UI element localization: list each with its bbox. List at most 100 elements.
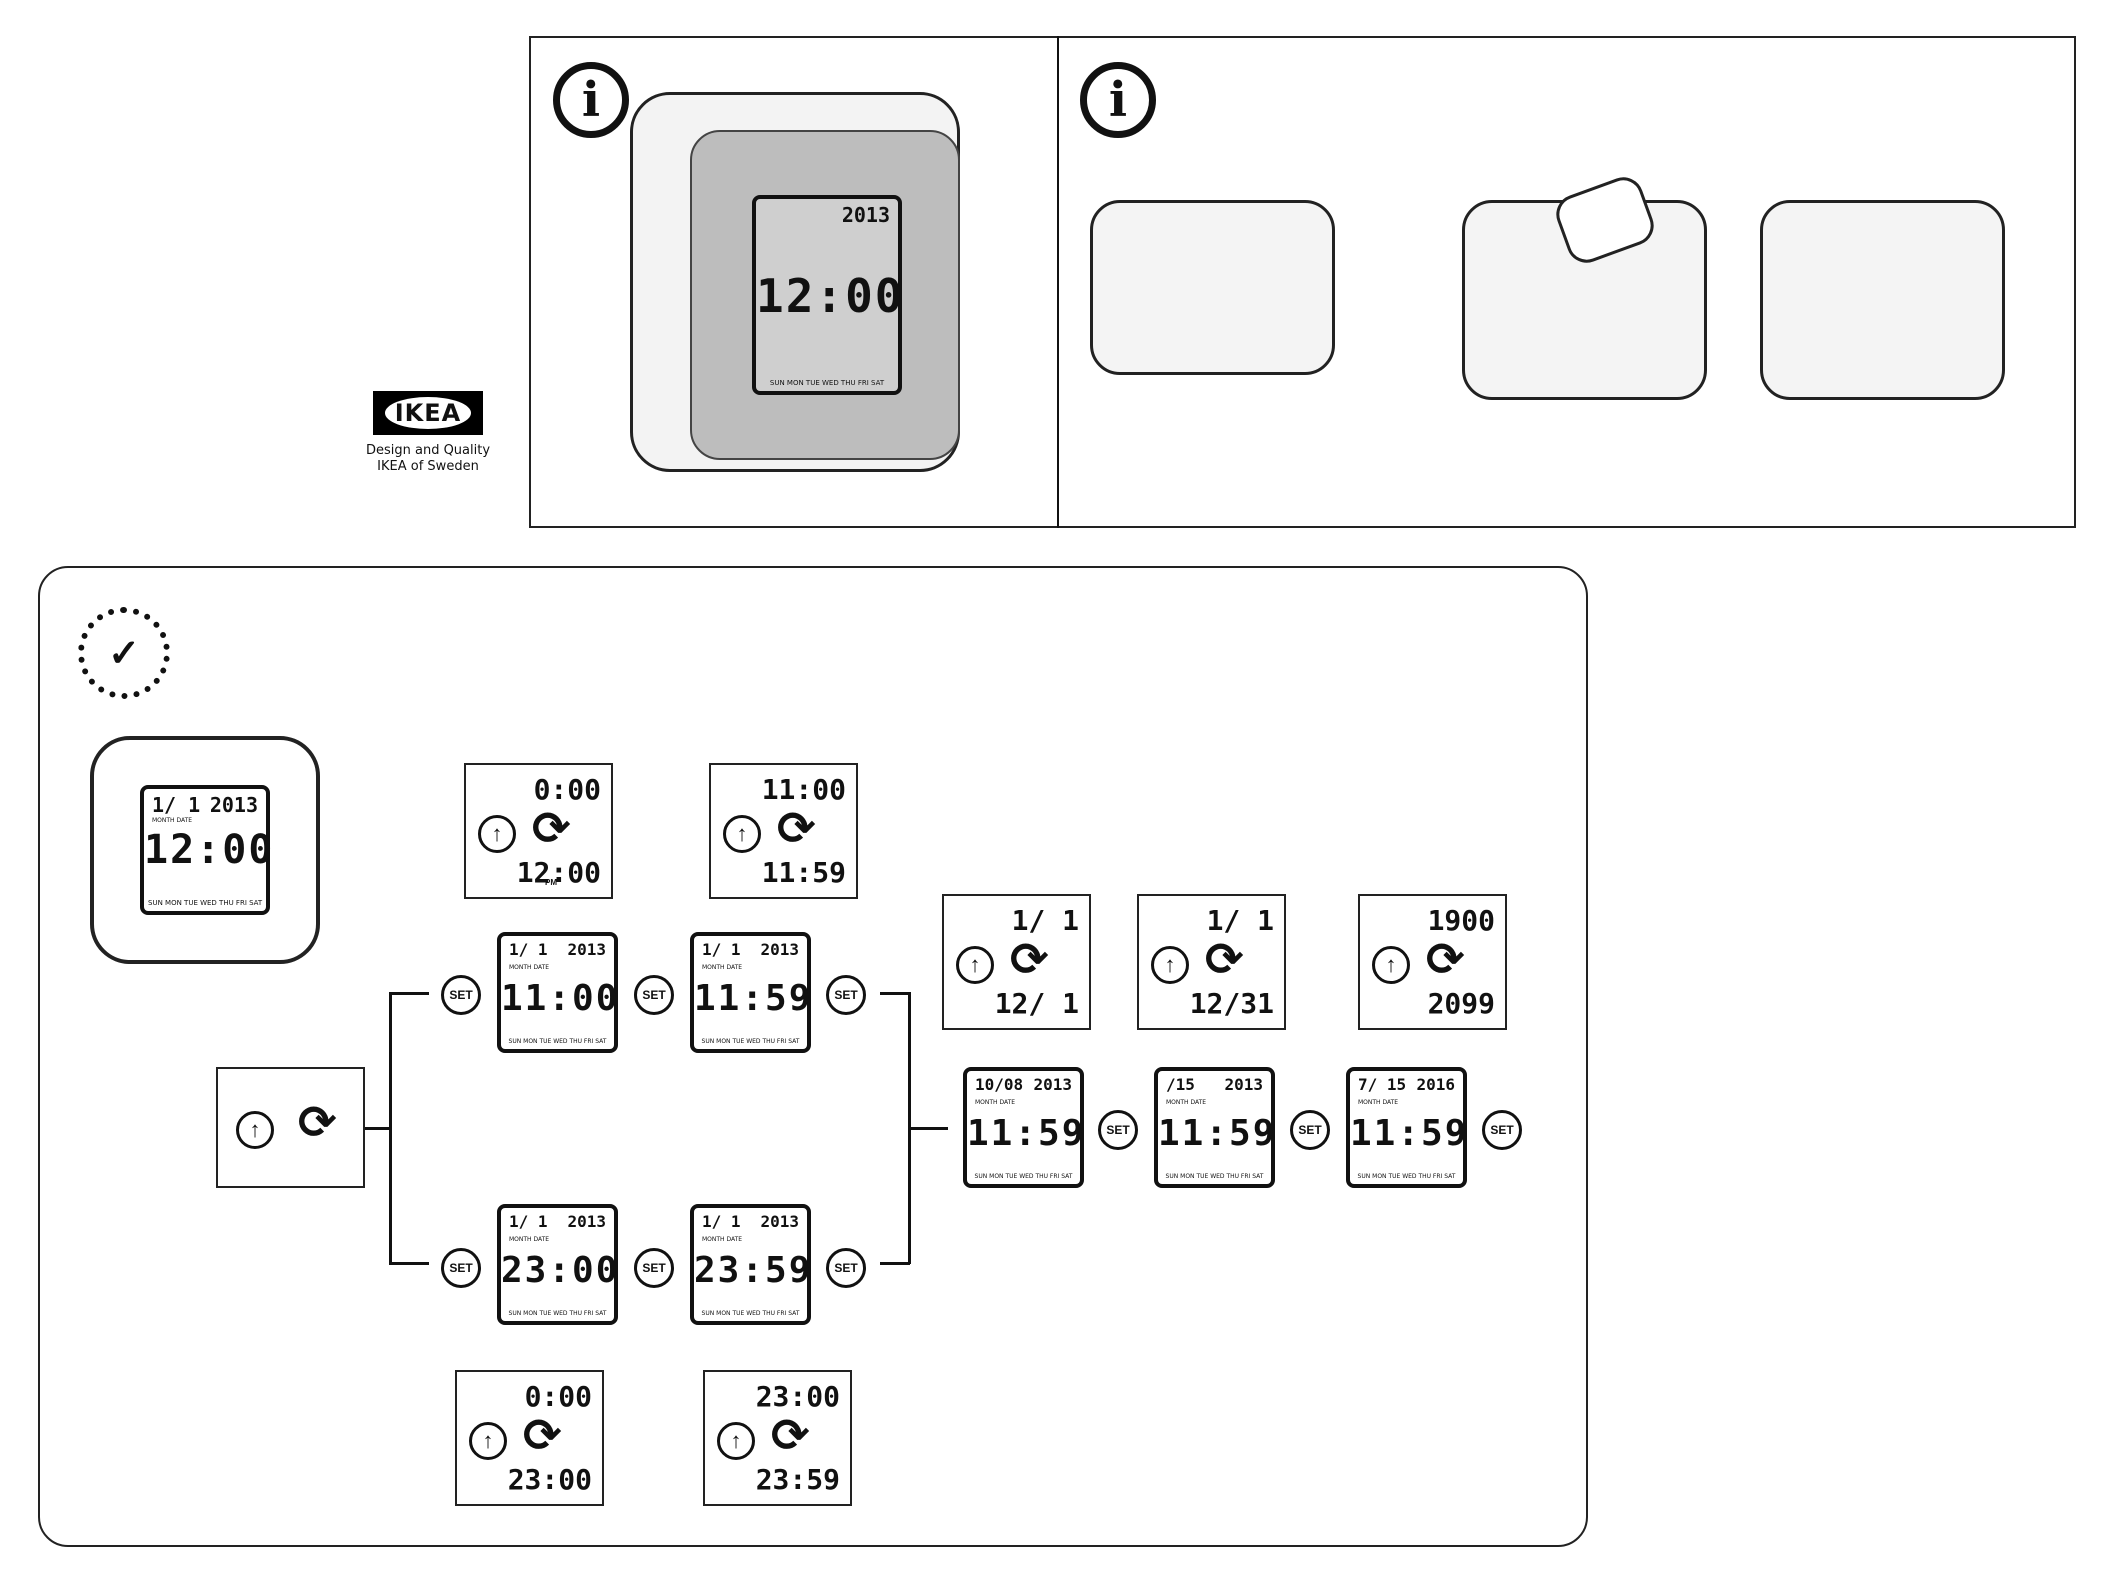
cycle-icon: ⟳ — [298, 1095, 337, 1149]
clock-mode-icon: ✓ — [78, 607, 170, 699]
set-button-icon: SET — [634, 1248, 674, 1288]
up-button-icon: ↑ — [478, 815, 516, 853]
lcd-display: /15 2013 MONTH DATE 11:59 SUN MON TUE WE… — [1154, 1067, 1275, 1188]
info-icon: i — [553, 62, 629, 138]
date-labels: MONTH DATE — [702, 1236, 743, 1243]
range-end: 12/31 — [1189, 987, 1274, 1020]
date-labels: MONTH DATE — [509, 1236, 550, 1243]
time: 11:59 — [967, 1113, 1086, 1154]
time: 12:00 — [144, 827, 275, 873]
date-labels: MONTH DATE — [1166, 1099, 1207, 1106]
date-labels: MONTH DATE — [1358, 1099, 1399, 1106]
date-labels: MONTH DATE — [975, 1099, 1016, 1106]
year: 2013 — [567, 1212, 606, 1231]
range-start: 11:00 — [761, 773, 846, 806]
lcd-display: 1/ 1 2013 MONTH DATE 11:59 SUN MON TUE W… — [690, 932, 811, 1053]
connector — [880, 1262, 910, 1265]
range-end: 12/ 1 — [994, 987, 1079, 1020]
range-start: 1/ 1 — [1206, 904, 1274, 937]
up-button-icon: ↑ — [1151, 946, 1189, 984]
cycle-icon: ⟳ — [1426, 932, 1465, 986]
time: 11:00 — [501, 978, 620, 1019]
battery-step-1 — [1090, 200, 1335, 375]
range-end: 11:59 — [761, 856, 846, 889]
connector — [880, 992, 910, 995]
arrow-to-12h — [389, 992, 429, 995]
cycle-icon: ⟳ — [1205, 932, 1244, 986]
date-labels: MONTH DATE — [702, 964, 743, 971]
date: 1/ 1 — [702, 940, 741, 959]
up-button-icon: ↑ — [1372, 946, 1410, 984]
lcd-display: 1/ 1 2013 MONTH DATE 23:59 SUN MON TUE W… — [690, 1204, 811, 1325]
panel-divider — [1057, 36, 1059, 528]
year: 2013 — [760, 940, 799, 959]
range-end: 12:00 — [516, 856, 601, 889]
weekdays: SUN MON TUE WED THU FRI SAT — [148, 899, 263, 907]
range-start: 0:00 — [524, 1380, 592, 1413]
up-button-icon: ↑ — [723, 815, 761, 853]
cycle-icon: ⟳ — [1010, 932, 1049, 986]
date: 1/ 1 — [509, 1212, 548, 1231]
set-button-icon: SET — [441, 975, 481, 1015]
set-button-icon: SET — [441, 1248, 481, 1288]
date-labels: MONTH DATE — [509, 964, 550, 971]
arrow-to-date — [908, 1127, 948, 1130]
range-start: 1/ 1 — [1011, 904, 1079, 937]
date: 10/08 — [975, 1075, 1024, 1094]
ikea-logo: IKEA — [373, 391, 483, 435]
clock-overview-screen: 1/ 1 2013 MONTH DATE 12:00 SUN MON TUE W… — [140, 785, 275, 915]
callout-step: 0:00 ↑ ⟳ 12:00 — [464, 763, 613, 899]
time: 11:59 — [694, 978, 813, 1019]
callout-step: 0:00 ↑ ⟳ 23:00 — [455, 1370, 604, 1506]
battery-step-3 — [1760, 200, 2005, 400]
time: 11:59 — [1158, 1113, 1277, 1154]
date: /15 — [1166, 1075, 1195, 1094]
year: 2013 — [760, 1212, 799, 1231]
year: 2013 — [841, 203, 890, 227]
cycle-icon: ⟳ — [532, 801, 571, 855]
time: 23:59 — [694, 1250, 813, 1291]
clock-screen-illustration: 2013 12:00 SUN MON TUE WED THU FRI SAT — [752, 195, 902, 395]
callout-step: 1/ 1 ↑ ⟳ 12/31 — [1137, 894, 1286, 1030]
time: 12:00 — [756, 269, 905, 323]
lcd-display: 1/ 1 2013 MONTH DATE 23:00 SUN MON TUE W… — [497, 1204, 618, 1325]
info-icon: i — [1080, 62, 1156, 138]
weekdays: SUN MON TUE WED THU FRI SAT — [974, 1173, 1073, 1180]
range-start: 23:00 — [755, 1380, 840, 1413]
range-end: 2099 — [1427, 987, 1495, 1020]
set-button-icon: SET — [826, 975, 866, 1015]
range-end: 23:59 — [755, 1463, 840, 1496]
weekdays: SUN MON TUE WED THU FRI SAT — [701, 1038, 800, 1045]
cycle-icon: ⟳ — [771, 1408, 810, 1462]
weekdays: SUN MON TUE WED THU FRI SAT — [1165, 1173, 1264, 1180]
time: 23:00 — [501, 1250, 620, 1291]
set-button-icon: SET — [1098, 1110, 1138, 1150]
weekdays: SUN MON TUE WED THU FRI SAT — [508, 1310, 607, 1317]
callout-step: 11:00 ↑ ⟳ 11:59 — [709, 763, 858, 899]
connector — [389, 992, 392, 1264]
weekdays: SUN MON TUE WED THU FRI SAT — [769, 379, 885, 387]
up-button-icon: ↑ — [469, 1422, 507, 1460]
set-button-icon: SET — [1290, 1110, 1330, 1150]
weekdays: SUN MON TUE WED THU FRI SAT — [701, 1310, 800, 1317]
range-end: 23:00 — [507, 1463, 592, 1496]
pm-indicator: PM — [545, 878, 557, 887]
callout-step: 1900 ↑ ⟳ 2099 — [1358, 894, 1507, 1030]
year: 2013 — [1224, 1075, 1263, 1094]
date: 1/ 1 — [702, 1212, 741, 1231]
year: 2016 — [1416, 1075, 1455, 1094]
set-button-icon: SET — [1482, 1110, 1522, 1150]
up-button-icon: ↑ — [717, 1422, 755, 1460]
up-button-icon: ↑ — [236, 1111, 274, 1149]
callout-step: 23:00 ↑ ⟳ 23:59 — [703, 1370, 852, 1506]
lcd-display: 7/ 15 2016 MONTH DATE 11:59 SUN MON TUE … — [1346, 1067, 1467, 1188]
year: 2013 — [209, 793, 258, 817]
tagline: Design and Quality IKEA of Sweden — [350, 443, 506, 475]
lcd-display: 10/08 2013 MONTH DATE 11:59 SUN MON TUE … — [963, 1067, 1084, 1188]
clock-overview — [90, 736, 320, 964]
set-button-icon: SET — [826, 1248, 866, 1288]
weekdays: SUN MON TUE WED THU FRI SAT — [508, 1038, 607, 1045]
range-start: 0:00 — [533, 773, 601, 806]
date: 7/ 15 — [1358, 1075, 1407, 1094]
time: 11:59 — [1350, 1113, 1469, 1154]
